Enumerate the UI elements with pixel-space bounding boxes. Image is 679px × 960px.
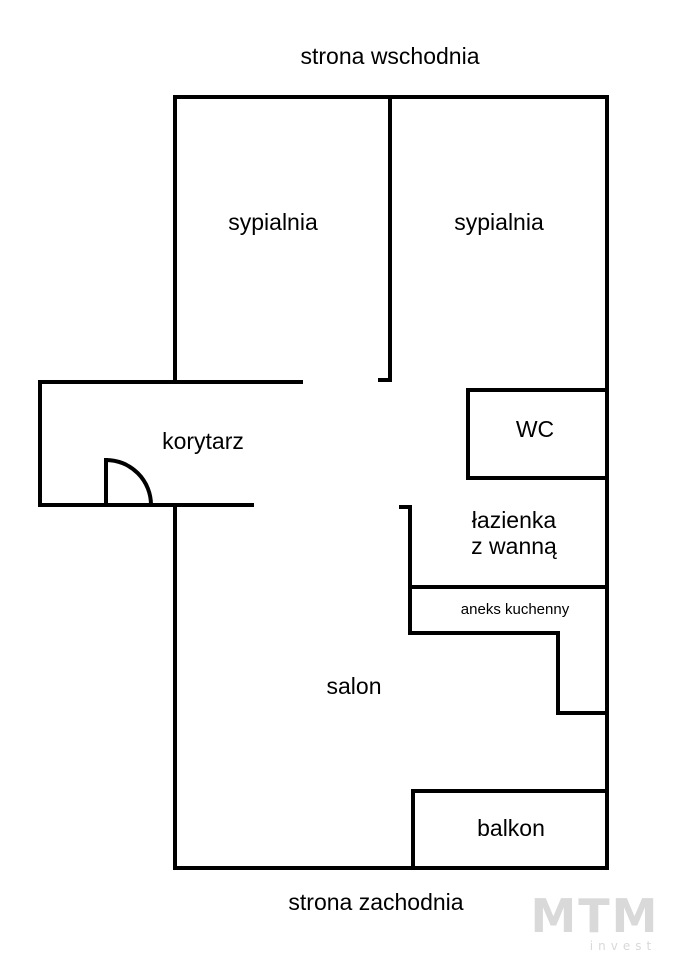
- door-swing-arc: [103, 457, 154, 508]
- walls: [38, 95, 609, 870]
- watermark-sub: invest: [590, 939, 656, 953]
- room-label-bathroom-line1: łazienka: [472, 507, 557, 533]
- room-label-living-room: salon: [327, 673, 382, 699]
- balcony-wall: [411, 789, 609, 870]
- bathroom-wall: [399, 505, 609, 715]
- south-side-label: strona zachodnia: [288, 889, 463, 915]
- room-label-bedroom-left: sypialnia: [228, 209, 318, 235]
- north-side-label: strona wschodnia: [301, 43, 480, 69]
- corridor-wall-top: [38, 380, 254, 507]
- outer-wall-top-right: [173, 95, 609, 870]
- room-label-corridor: korytarz: [162, 428, 244, 454]
- room-label-bathroom-line2: z wanną: [471, 533, 557, 559]
- wc-wall: [466, 388, 609, 480]
- watermark-logo: MTM invest: [531, 889, 660, 953]
- watermark-brand: MTM: [531, 889, 660, 943]
- room-label-kitchenette: aneks kuchenny: [461, 601, 570, 618]
- room-label-bedroom-right: sypialnia: [454, 209, 544, 235]
- bedroom-divider-wall: [378, 95, 392, 382]
- room-label-wc: WC: [516, 416, 554, 442]
- room-label-balcony: balkon: [477, 815, 545, 841]
